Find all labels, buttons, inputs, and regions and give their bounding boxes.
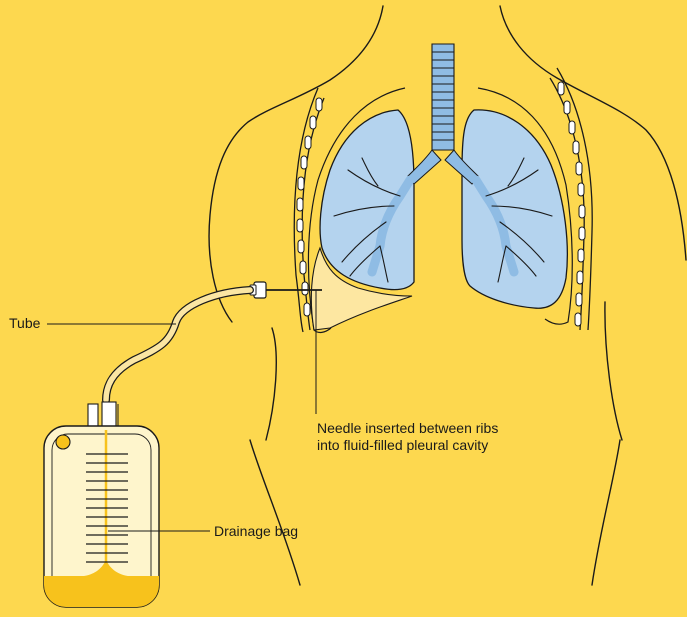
drainage-bag-label: Drainage bag: [214, 523, 298, 540]
drainage-bag-icon: [44, 402, 159, 607]
tube-label: Tube: [9, 315, 40, 332]
tube-icon: [106, 290, 250, 400]
needle-label-line-1: Needle inserted between ribs: [317, 420, 498, 437]
needle-label-line-2: into fluid-filled pleural cavity: [317, 437, 498, 454]
needle-label: Needle inserted between ribs into fluid-…: [317, 420, 498, 454]
left-lung: [462, 110, 567, 308]
